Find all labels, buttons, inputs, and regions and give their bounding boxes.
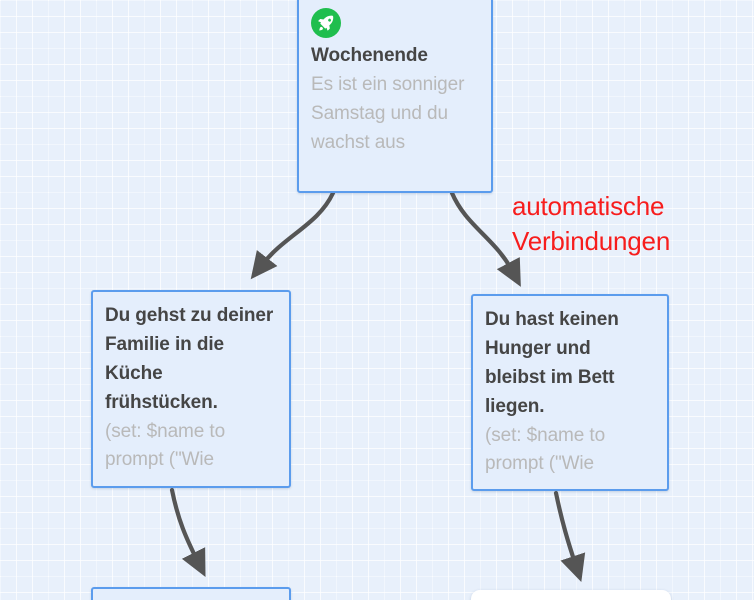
annotation-automatische-verbindungen: automatische Verbindungen (512, 191, 671, 257)
passage-body: (set: $name to prompt ("Wie (105, 420, 226, 471)
passage-node-bett-liegen[interactable]: Du hast keinen Hunger und bleibst im Bet… (471, 294, 669, 491)
passage-title: Wochenende (311, 45, 428, 66)
passage-title: Du hast keinen Hunger und bleibst im Bet… (485, 309, 619, 417)
passage-body: (set: $name to prompt ("Wie (485, 424, 606, 475)
connector-kueche-to-bottom-left (169, 487, 206, 578)
passage-body: Es ist ein sonniger Samstag und du wachs… (311, 73, 465, 153)
connector-wochenende-to-kueche (250, 190, 336, 280)
passage-node-kueche-fruehstuecken[interactable]: Du gehst zu deiner Familie in die Küche … (91, 290, 291, 488)
connector-wochenende-to-bett (449, 190, 521, 287)
passage-node-bottom-left[interactable] (91, 587, 291, 600)
passage-title: Du gehst zu deiner Familie in die Küche … (105, 305, 274, 413)
connector-bett-to-bottom-right (553, 490, 586, 582)
passage-node-wochenende[interactable]: Wochenende Es ist ein sonniger Samstag u… (297, 0, 493, 193)
rocket-icon (311, 8, 341, 38)
passage-node-bottom-right[interactable] (471, 590, 671, 600)
